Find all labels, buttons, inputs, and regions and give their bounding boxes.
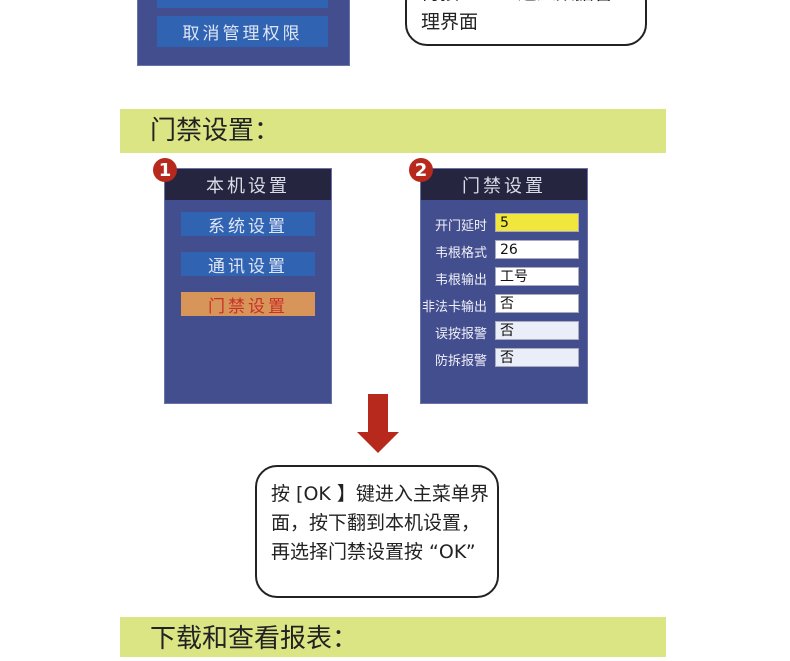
bubble-text: 面，按下翻到本机设置， (271, 512, 481, 534)
local-settings-panel: 本机设置 系统设置 通讯设置 门禁设置 (164, 168, 332, 404)
field-label: 韦根格式 (434, 246, 487, 261)
menu-item-comm[interactable]: 通讯设置 (181, 252, 315, 277)
illegal-card-output-field[interactable]: 否 (495, 294, 579, 313)
section-title: 下载和查看报表： (150, 624, 359, 654)
arrow-down-icon (357, 394, 399, 453)
section-title: 门禁设置： (150, 116, 281, 146)
field-label: 非法卡输出 (421, 300, 487, 315)
field-label: 韦根输出 (434, 273, 487, 288)
menu-item-partial[interactable] (157, 0, 328, 8)
bubble-text: 理界面 (421, 11, 479, 33)
section-header: 门禁设置： (120, 109, 666, 153)
field-label: 误按报警 (434, 327, 487, 342)
menu-item-access[interactable]: 门禁设置 (181, 292, 315, 317)
cancel-admin-button[interactable]: 取消管理权限 (157, 16, 328, 47)
door-delay-field[interactable]: 5 (495, 213, 579, 232)
mispress-alarm-field[interactable]: 否 (495, 321, 579, 340)
field-label: 开门延时 (434, 219, 487, 234)
bubble-text: 按 [OK 】键进入主菜单界 (271, 483, 489, 505)
panel-title: 本机设置 (165, 169, 331, 200)
instruction-bubble-top: 再按 “OK” 进入数据管 理界面 (405, 0, 647, 46)
wiegand-output-field[interactable]: 工号 (495, 267, 579, 286)
instruction-bubble: 按 [OK 】键进入主菜单界 面，按下翻到本机设置， 再选择门禁设置按 “OK” (255, 465, 499, 598)
section-header: 下载和查看报表： (120, 617, 666, 657)
tamper-alarm-field[interactable]: 否 (495, 348, 579, 367)
wiegand-format-field[interactable]: 26 (495, 240, 579, 259)
menu-item-system[interactable]: 系统设置 (181, 212, 315, 237)
panel-title: 门禁设置 (421, 169, 587, 200)
admin-menu-panel: 取消管理权限 (137, 0, 350, 66)
access-settings-panel: 门禁设置 开门延时 5 韦根格式 26 韦根输出 工号 非法卡输出 否 误按报警… (420, 168, 588, 404)
bubble-text: 再按 “OK” 进入数据管 (421, 0, 645, 8)
bubble-text: 再选择门禁设置按 “OK” (271, 541, 476, 563)
step-badge: 1 (153, 158, 177, 182)
step-badge: 2 (409, 158, 433, 182)
field-label: 防拆报警 (434, 354, 487, 369)
